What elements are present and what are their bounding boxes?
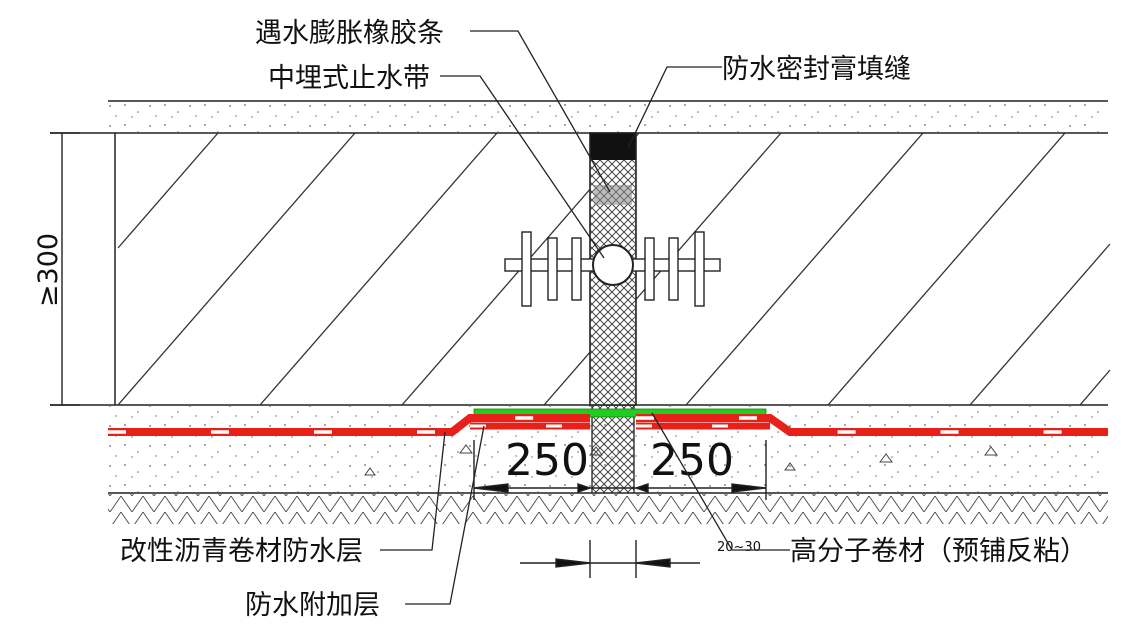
thickness-label: ≥300: [33, 233, 64, 307]
top-screed-layer: [108, 100, 1108, 132]
swelling-rubber-strip: [594, 185, 632, 205]
concrete-slab: [50, 132, 1111, 406]
left-width-label: 250: [505, 435, 589, 486]
sealant-label: 防水密封膏填缝: [722, 54, 911, 85]
ground-soil: [108, 492, 1108, 524]
additional-layer-label: 防水附加层: [245, 590, 380, 621]
leader-lines: [380, 30, 790, 605]
polymer-membrane: [473, 408, 767, 418]
right-width-label: 250: [650, 435, 734, 486]
modified-bitumen-label: 改性沥青卷材防水层: [120, 536, 363, 567]
waterstop-label: 中埋式止水带: [268, 63, 430, 94]
swelling-strip-label: 遇水膨胀橡胶条: [255, 18, 444, 49]
waterstop-belt: [504, 231, 721, 307]
polymer-membrane-label: 高分子卷材（预铺反粘）: [790, 536, 1087, 567]
joint-width-dimension: [520, 540, 700, 578]
joint-width-label: 20~30: [717, 540, 761, 555]
thickness-dimension: [50, 132, 80, 406]
bedding-layer: [108, 406, 1108, 492]
width-dimension: [473, 440, 767, 500]
red-membranes: [108, 414, 1108, 436]
